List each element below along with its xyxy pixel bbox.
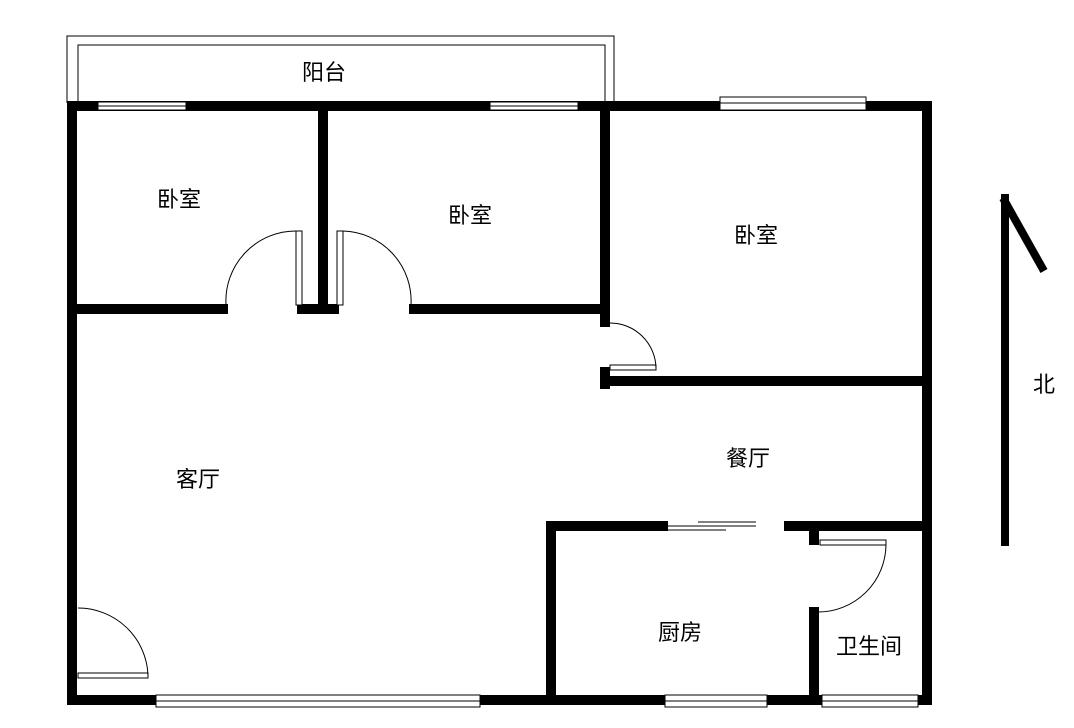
room-label-living-room: 客厅: [176, 468, 220, 493]
sliding-door-kitchen: [666, 521, 756, 531]
window-bathroom: [821, 694, 919, 708]
room-label-bedroom-1: 卧室: [157, 188, 201, 213]
room-label-bedroom-2: 卧室: [448, 204, 492, 229]
room-label-kitchen: 厨房: [658, 621, 702, 646]
windows: [97, 96, 919, 708]
room-label-balcony: 阳台: [302, 61, 346, 86]
north-label: 北: [1033, 373, 1055, 398]
window-bed3: [719, 96, 867, 111]
window-kitchen: [664, 694, 768, 708]
window-living: [155, 694, 481, 708]
door-bedroom-1: [225, 230, 303, 306]
room-label-bedroom-3: 卧室: [734, 224, 778, 249]
balcony-outline: [66, 35, 615, 103]
north-arrow-icon: [999, 194, 1048, 546]
window-bed2: [489, 101, 579, 111]
room-labels: 阳台 卧室 卧室 卧室 客厅 餐厅 厨房 卫生间: [157, 61, 902, 660]
window-bed1: [97, 101, 187, 111]
room-label-bathroom: 卫生间: [836, 635, 902, 660]
doors: [77, 230, 887, 679]
door-bedroom-2: [336, 230, 412, 306]
room-label-dining-room: 餐厅: [726, 447, 770, 472]
door-entrance: [77, 607, 149, 679]
door-bathroom: [817, 539, 887, 613]
door-bedroom-3: [609, 322, 657, 371]
